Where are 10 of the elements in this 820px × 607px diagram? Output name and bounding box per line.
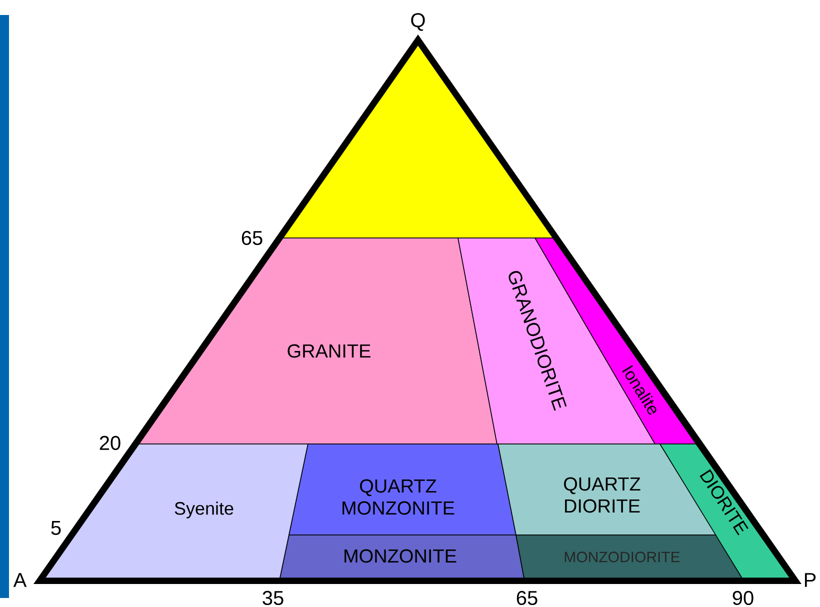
- rock-field: MONZODIORITE: [516, 534, 743, 578]
- corner-label: P: [804, 573, 816, 587]
- corner-label: A: [13, 573, 27, 587]
- corner-label: Q: [411, 13, 425, 31]
- rock-field: QUARTZ MONZONITE: [288, 444, 516, 536]
- axis-value: 90: [732, 590, 754, 606]
- axis-value: 65: [516, 590, 538, 606]
- rock-field: MONZONITE: [280, 534, 524, 578]
- axis-value: 35: [262, 590, 284, 606]
- axis-value: 5: [51, 521, 61, 535]
